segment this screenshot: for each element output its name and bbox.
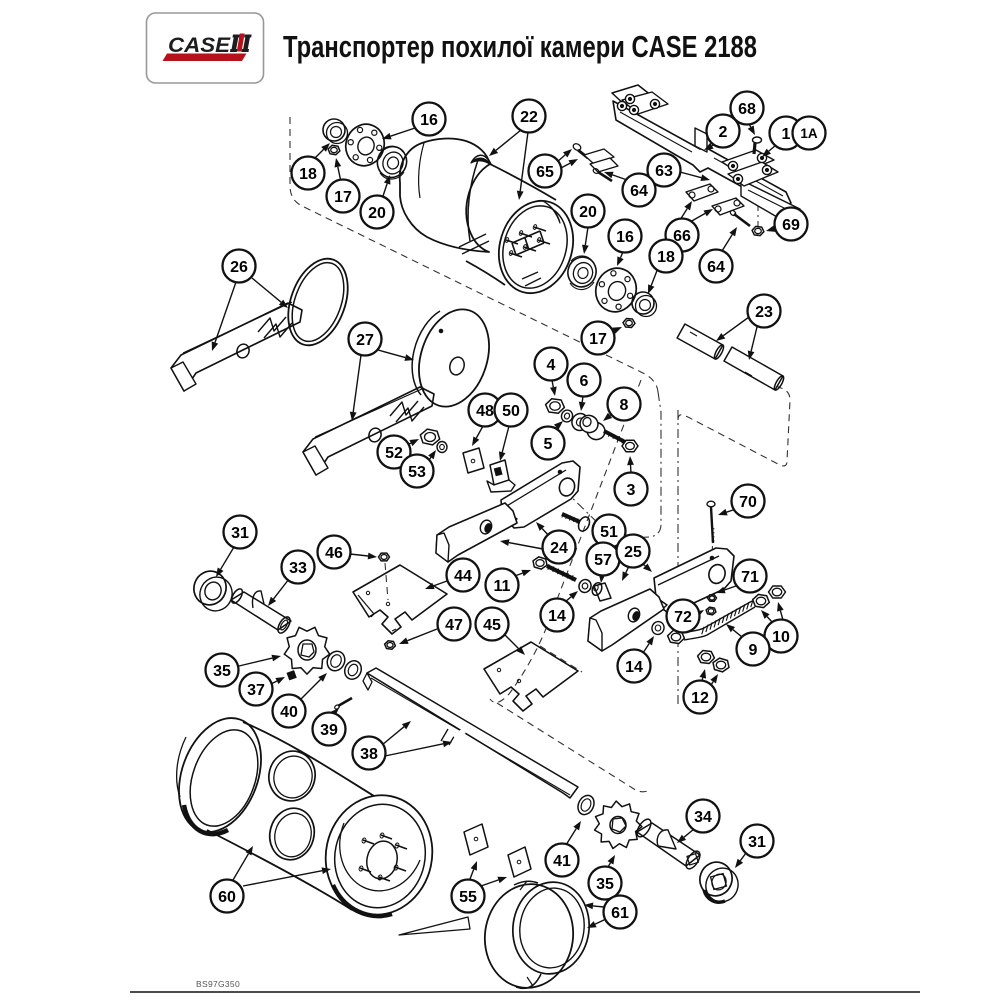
- svg-text:55: 55: [459, 889, 477, 906]
- svg-text:24: 24: [550, 540, 568, 557]
- svg-text:CASE: CASE: [168, 33, 231, 57]
- svg-text:3: 3: [627, 482, 636, 499]
- svg-text:Транспортер похилої камери CAS: Транспортер похилої камери CASE 2188: [283, 29, 757, 64]
- svg-text:22: 22: [520, 109, 538, 126]
- svg-text:35: 35: [596, 876, 614, 893]
- svg-text:27: 27: [356, 332, 374, 349]
- svg-text:50: 50: [502, 403, 520, 420]
- svg-text:70: 70: [739, 494, 757, 511]
- svg-text:40: 40: [280, 704, 298, 721]
- svg-text:18: 18: [657, 249, 675, 266]
- svg-text:34: 34: [694, 809, 712, 826]
- svg-text:57: 57: [594, 552, 612, 569]
- svg-text:64: 64: [707, 259, 725, 276]
- svg-text:37: 37: [247, 682, 265, 699]
- svg-text:39: 39: [320, 722, 338, 739]
- svg-text:71: 71: [741, 569, 759, 586]
- svg-text:6: 6: [580, 373, 589, 390]
- svg-text:66: 66: [673, 228, 691, 245]
- svg-text:31: 31: [748, 834, 766, 851]
- svg-text:17: 17: [589, 331, 607, 348]
- svg-text:60: 60: [218, 889, 236, 906]
- svg-text:14: 14: [548, 608, 566, 625]
- svg-text:47: 47: [445, 617, 463, 634]
- svg-text:2: 2: [719, 124, 728, 141]
- svg-text:64: 64: [630, 183, 648, 200]
- svg-text:8: 8: [620, 397, 629, 414]
- svg-text:65: 65: [536, 164, 554, 181]
- svg-text:10: 10: [772, 629, 790, 646]
- svg-text:61: 61: [611, 905, 629, 922]
- svg-text:72: 72: [674, 609, 692, 626]
- svg-text:31: 31: [231, 525, 249, 542]
- svg-text:1A: 1A: [800, 126, 818, 141]
- svg-text:44: 44: [454, 568, 472, 585]
- svg-text:63: 63: [655, 163, 673, 180]
- svg-text:23: 23: [755, 304, 773, 321]
- svg-text:52: 52: [385, 445, 403, 462]
- svg-text:53: 53: [408, 464, 426, 481]
- svg-text:51: 51: [600, 524, 618, 541]
- svg-text:BS97G350: BS97G350: [196, 979, 240, 989]
- svg-text:33: 33: [289, 560, 307, 577]
- svg-text:16: 16: [420, 112, 438, 129]
- svg-text:35: 35: [213, 663, 231, 680]
- svg-text:20: 20: [579, 204, 597, 221]
- svg-text:16: 16: [616, 229, 634, 246]
- svg-text:48: 48: [476, 403, 494, 420]
- svg-text:1: 1: [782, 126, 791, 143]
- svg-text:18: 18: [299, 166, 317, 183]
- svg-text:12: 12: [691, 690, 709, 707]
- svg-text:4: 4: [547, 357, 556, 374]
- svg-text:17: 17: [334, 189, 352, 206]
- svg-text:25: 25: [624, 544, 642, 561]
- svg-text:45: 45: [483, 617, 501, 634]
- svg-text:38: 38: [360, 746, 378, 763]
- svg-text:41: 41: [553, 853, 571, 870]
- svg-text:14: 14: [625, 659, 643, 676]
- svg-text:69: 69: [782, 217, 800, 234]
- svg-text:20: 20: [368, 205, 386, 222]
- svg-text:9: 9: [749, 642, 758, 659]
- svg-text:46: 46: [325, 545, 343, 562]
- svg-text:5: 5: [544, 436, 553, 453]
- svg-text:26: 26: [230, 259, 248, 276]
- svg-text:68: 68: [738, 101, 756, 118]
- svg-text:11: 11: [494, 578, 511, 595]
